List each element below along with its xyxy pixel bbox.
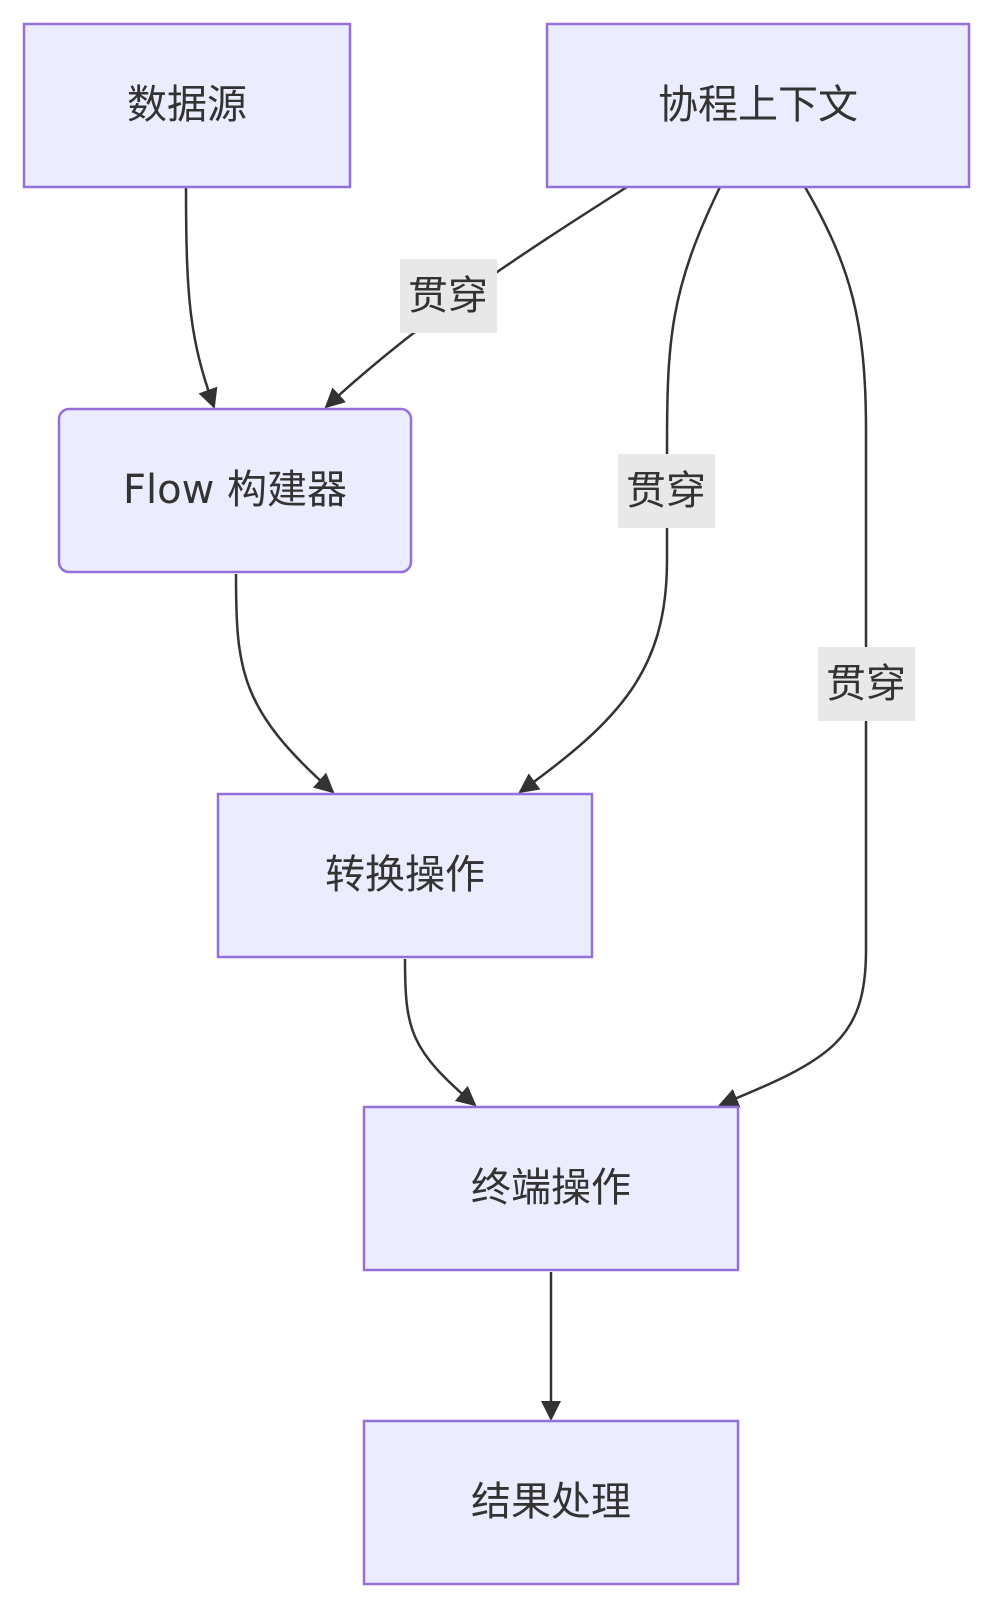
edge-label-context-transform: 贯穿 bbox=[618, 454, 715, 528]
edge-label-text: 贯穿 bbox=[408, 273, 488, 319]
node-transform-operations: 转换操作 bbox=[216, 792, 594, 959]
node-label: 转换操作 bbox=[325, 852, 485, 898]
edge-label-text: 贯穿 bbox=[826, 661, 906, 707]
node-terminal-operations: 终端操作 bbox=[362, 1105, 740, 1272]
node-label: 协程上下文 bbox=[658, 82, 858, 128]
edge-source-to-builder bbox=[184, 186, 218, 409]
edge-transform-to-terminal bbox=[403, 958, 477, 1107]
edges bbox=[184, 185, 868, 1421]
node-data-source: 数据源 bbox=[22, 22, 352, 189]
edge-label-context-builder: 贯穿 bbox=[400, 259, 497, 333]
edge-label-text: 贯穿 bbox=[626, 468, 706, 514]
edge-builder-to-transform bbox=[234, 573, 335, 794]
edge-context-to-transform bbox=[518, 186, 722, 794]
node-result-handling: 结果处理 bbox=[362, 1419, 740, 1586]
node-label: 结果处理 bbox=[471, 1479, 631, 1525]
edge-context-to-terminal bbox=[718, 186, 868, 1108]
node-label: 终端操作 bbox=[471, 1165, 631, 1211]
node-label: Flow 构建器 bbox=[123, 467, 347, 513]
node-coroutine-context: 协程上下文 bbox=[545, 22, 971, 189]
edge-label-context-terminal: 贯穿 bbox=[818, 647, 915, 721]
node-label: 数据源 bbox=[127, 82, 247, 128]
node-flow-builder: Flow 构建器 bbox=[57, 407, 413, 574]
